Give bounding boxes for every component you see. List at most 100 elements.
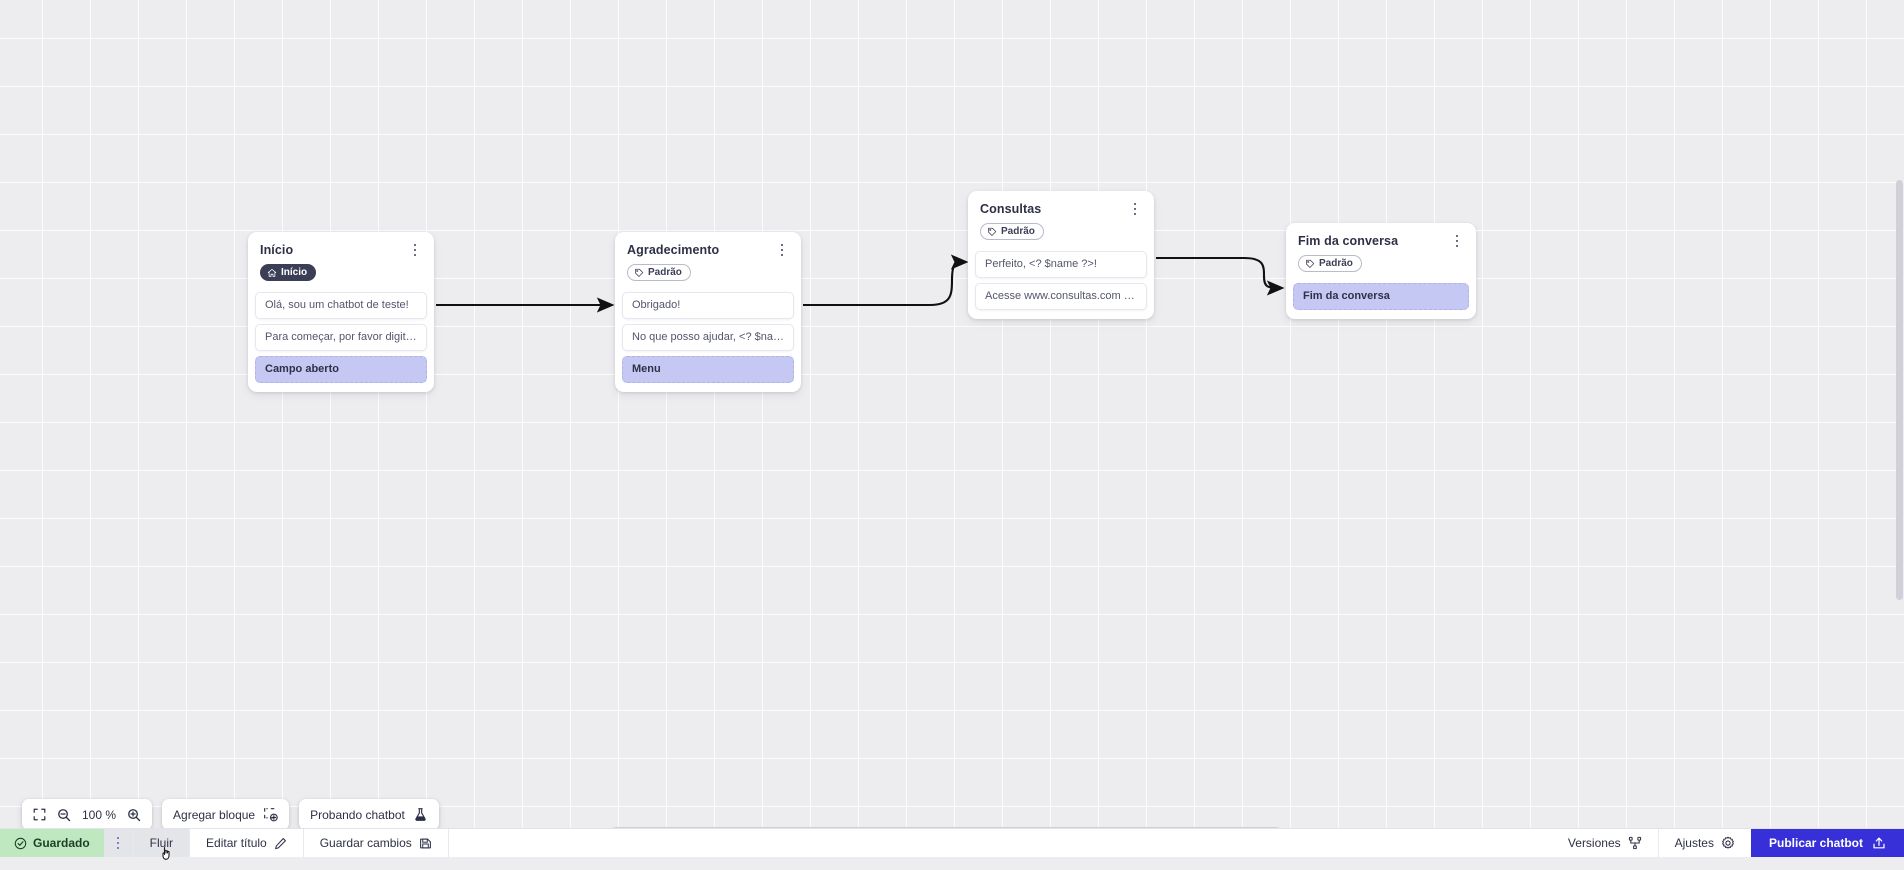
edge-layer — [0, 0, 1904, 838]
vertical-dots-icon — [104, 829, 133, 857]
status-item-flow[interactable]: Fluir — [134, 829, 190, 857]
flask-icon — [413, 807, 428, 822]
node-inicio[interactable]: Início Início Olá, sou um chatbot de tes… — [248, 232, 434, 392]
check-circle-icon — [14, 837, 27, 850]
message-item[interactable]: Acesse www.consultas.com par... — [975, 283, 1147, 310]
status-spacer — [449, 829, 1552, 857]
add-block-label: Agregar bloque — [173, 809, 255, 821]
node-menu-button[interactable] — [1128, 201, 1142, 217]
node-header: Fim da conversa — [1286, 232, 1476, 249]
test-chatbot-group: Probando chatbot — [299, 799, 439, 830]
home-icon — [267, 268, 277, 278]
dot — [117, 837, 120, 840]
badge-row: Padrão — [968, 217, 1154, 242]
input-slot[interactable]: Menu — [622, 356, 794, 383]
node-header: Consultas — [968, 200, 1154, 217]
badge-row: Início — [248, 258, 434, 283]
dot — [1134, 203, 1137, 206]
badge-label: Padrão — [648, 268, 682, 278]
zoom-level[interactable]: 100 % — [82, 808, 116, 822]
dot — [414, 249, 417, 252]
tag-icon — [987, 227, 997, 237]
edge-agradecimento-consultas — [803, 262, 966, 305]
node-title: Agradecimento — [627, 243, 719, 258]
dot — [1134, 213, 1137, 216]
node-menu-button[interactable] — [775, 242, 789, 258]
fit-screen-icon[interactable] — [33, 808, 46, 821]
message-item[interactable]: Obrigado! — [622, 292, 794, 319]
status-right-group: Versiones Ajustes Publicar chatbot — [1552, 829, 1904, 857]
publish-chatbot-button[interactable]: Publicar chatbot — [1751, 829, 1904, 857]
message-item[interactable]: Perfeito, <? $name ?>! — [975, 251, 1147, 278]
dot — [414, 254, 417, 257]
dot — [414, 244, 417, 247]
save-disk-icon — [419, 837, 432, 850]
node-badge-padrao[interactable]: Padrão — [980, 223, 1044, 240]
status-menu-button[interactable] — [104, 829, 134, 857]
gear-icon — [1721, 836, 1735, 850]
badge-label: Padrão — [1319, 259, 1353, 269]
node-body: Olá, sou um chatbot de teste! Para começ… — [248, 292, 434, 383]
add-block-group: Agregar bloque — [162, 799, 289, 830]
node-title: Fim da conversa — [1298, 234, 1398, 249]
dot — [1456, 235, 1459, 238]
saved-label: Guardado — [33, 836, 90, 850]
message-item[interactable]: Para começar, por favor digite o ... — [255, 324, 427, 351]
zoom-out-icon[interactable] — [57, 808, 71, 822]
status-item-save-changes[interactable]: Guardar cambios — [304, 829, 449, 857]
canvas-toolbar: 100 % Agregar bloque Probando chatbot — [22, 799, 439, 830]
node-body: Perfeito, <? $name ?>! Acesse www.consul… — [968, 251, 1154, 310]
node-badge-inicio[interactable]: Início — [260, 264, 316, 281]
zoom-in-icon[interactable] — [127, 808, 141, 822]
node-consultas[interactable]: Consultas Padrão Perfeito, <? $name ?>! … — [968, 191, 1154, 319]
tag-icon — [1305, 259, 1315, 269]
node-badge-padrao[interactable]: Padrão — [627, 264, 691, 281]
test-chatbot-label: Probando chatbot — [310, 809, 405, 821]
node-header: Início — [248, 241, 434, 258]
message-item[interactable]: No que posso ajudar, <? $name ... — [622, 324, 794, 351]
publish-label: Publicar chatbot — [1769, 836, 1863, 850]
input-slot[interactable]: Campo aberto — [255, 356, 427, 383]
dot — [117, 842, 120, 845]
badge-label: Padrão — [1001, 227, 1035, 237]
input-slot[interactable]: Fim da conversa — [1293, 283, 1469, 310]
dot — [1456, 245, 1459, 248]
node-fim-da-conversa[interactable]: Fim da conversa Padrão Fim da conversa — [1286, 223, 1476, 319]
dot — [1456, 240, 1459, 243]
dot — [781, 249, 784, 252]
message-item[interactable]: Olá, sou um chatbot de teste! — [255, 292, 427, 319]
badge-row: Padrão — [1286, 249, 1476, 274]
node-menu-button[interactable] — [1450, 233, 1464, 249]
node-badge-padrao[interactable]: Padrão — [1298, 255, 1362, 272]
dot — [1134, 208, 1137, 211]
pencil-icon — [274, 837, 287, 850]
node-body: Obrigado! No que posso ajudar, <? $name … — [615, 292, 801, 383]
add-block-button[interactable]: Agregar bloque — [173, 807, 278, 822]
node-agradecimento[interactable]: Agradecimento Padrão Obrigado! No que po… — [615, 232, 801, 392]
tag-icon — [634, 268, 644, 278]
upload-icon — [1872, 836, 1886, 850]
status-item-edit-title[interactable]: Editar título — [190, 829, 304, 857]
status-saved: Guardado — [0, 829, 104, 857]
dot — [781, 254, 784, 257]
save-changes-label: Guardar cambios — [320, 836, 412, 850]
status-bar: Guardado Fluir Editar título Guardar cam… — [0, 828, 1904, 857]
node-title: Início — [260, 243, 293, 258]
test-chatbot-button[interactable]: Probando chatbot — [310, 807, 428, 822]
dot — [781, 244, 784, 247]
branch-icon — [1628, 836, 1642, 850]
node-body: Fim da conversa — [1286, 283, 1476, 310]
edit-title-label: Editar título — [206, 836, 267, 850]
badge-row: Padrão — [615, 258, 801, 283]
dot — [117, 847, 120, 850]
node-header: Agradecimento — [615, 241, 801, 258]
add-block-icon — [263, 807, 278, 822]
status-item-versions[interactable]: Versiones — [1552, 829, 1659, 857]
settings-label: Ajustes — [1675, 836, 1714, 850]
vertical-scrollbar[interactable] — [1896, 180, 1903, 600]
node-menu-button[interactable] — [408, 242, 422, 258]
status-item-settings[interactable]: Ajustes — [1659, 829, 1751, 857]
zoom-controls: 100 % — [22, 799, 152, 830]
flow-label: Fluir — [150, 836, 173, 850]
flow-canvas[interactable]: Início Início Olá, sou um chatbot de tes… — [0, 0, 1904, 838]
